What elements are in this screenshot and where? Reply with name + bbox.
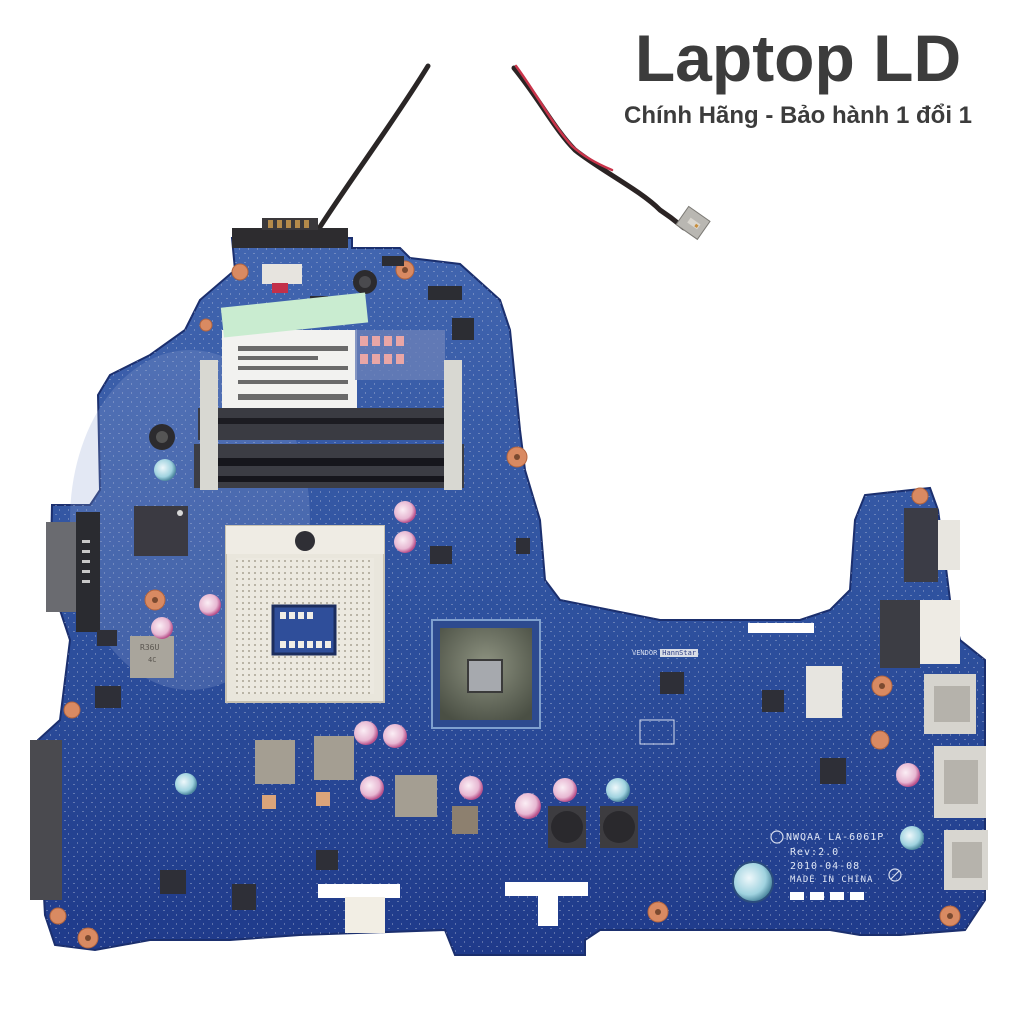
vendor-name: HannStar xyxy=(660,649,699,657)
chipset-bga xyxy=(431,619,541,729)
brand-title: Laptop LD xyxy=(634,21,962,95)
silkscreen-date: 2010-04-08 xyxy=(790,861,861,872)
usb-port-2 xyxy=(934,746,986,818)
cpu-socket xyxy=(225,525,385,703)
dc-jack xyxy=(675,205,711,241)
silkscreen-revision: Rev:2.0 xyxy=(790,847,840,858)
vga-port xyxy=(904,508,960,582)
hdmi-port xyxy=(880,600,960,668)
inductor-r36u xyxy=(130,636,174,678)
left-hdd-connector xyxy=(30,740,62,900)
battery-connector xyxy=(232,218,348,248)
capacitors xyxy=(151,501,924,903)
ram-slot-lower xyxy=(194,444,464,488)
board-sticker xyxy=(345,897,385,933)
power-inductors xyxy=(255,736,638,848)
usb-port-3 xyxy=(944,830,988,890)
dc-cable-red xyxy=(514,64,614,172)
brand-subtitle: Chính Hãng - Bảo hành 1 đổi 1 xyxy=(624,102,972,129)
svg-text:4C: 4C xyxy=(148,656,156,664)
usb-port-1 xyxy=(924,674,976,734)
brand-overlay: Laptop LD Chính Hãng - Bảo hành 1 đổi 1 xyxy=(624,22,972,130)
silkscreen-origin: MADE IN CHINA xyxy=(790,875,874,885)
vendor-prefix: VENDOR xyxy=(632,649,658,657)
left-connector xyxy=(46,512,100,632)
inductor-marking: R36U xyxy=(140,643,159,652)
ram-sticker xyxy=(220,292,369,410)
silkscreen-model: NWQAA LA-6061P xyxy=(786,832,885,843)
ram-slot-upper xyxy=(198,408,460,440)
